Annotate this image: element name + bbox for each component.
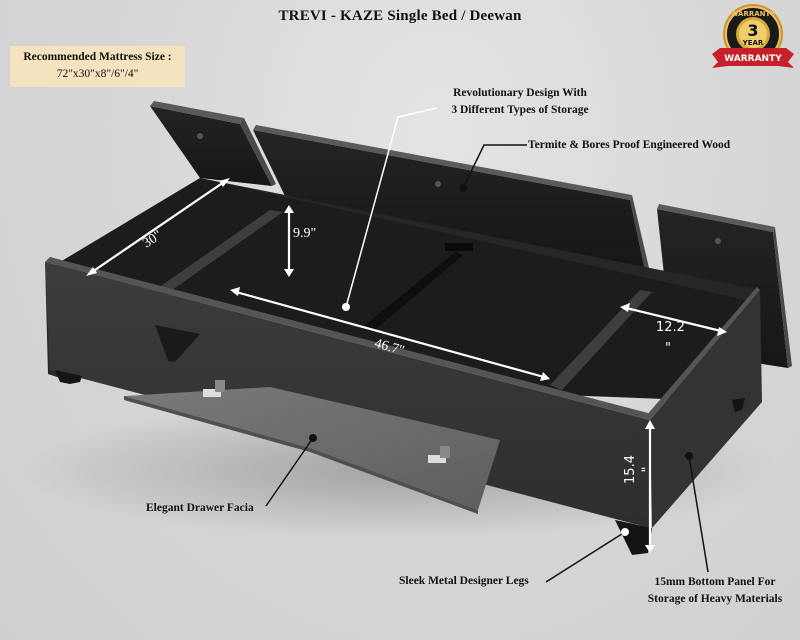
- callout-legs: Sleek Metal Designer Legs: [399, 575, 529, 587]
- leg-back-right: [732, 398, 745, 412]
- dimension-arrows: [86, 178, 727, 553]
- divider-left: [155, 210, 283, 295]
- mattress-size-value: 72"x30"x8"/6"/4": [56, 68, 139, 80]
- drawer-facia: [124, 380, 500, 514]
- callout-panel-line2: Storage of Heavy Materials: [647, 593, 783, 605]
- warranty-badge-icon: WARRANTY 3 YEAR WARRANTY: [712, 4, 794, 68]
- mattress-size-box: Recommended Mattress Size : 72"x30"x8"/6…: [10, 46, 185, 87]
- badge-years: 3: [747, 21, 758, 40]
- left-lid: [150, 101, 276, 186]
- dim-side-width-unit: ": [665, 341, 671, 356]
- callout-leaders: [265, 107, 709, 583]
- dim-depth: 9.9": [293, 226, 317, 241]
- callout-panel-line1: 15mm Bottom Panel For: [654, 576, 776, 588]
- callout-wood: Termite & Bores Proof Engineered Wood: [528, 139, 731, 151]
- badge-ribbon-text: WARRANTY: [724, 54, 782, 64]
- callout-design-line2: 3 Different Types of Storage: [451, 104, 589, 116]
- callout-design: Revolutionary Design With 3 Different Ty…: [425, 85, 615, 119]
- badge-unit: YEAR: [742, 39, 764, 47]
- divider-right: [550, 290, 652, 390]
- badge-top-text: WARRANTY: [731, 10, 777, 18]
- center-lid: [253, 125, 649, 270]
- support-rail: [365, 252, 463, 330]
- leg-left: [55, 370, 82, 384]
- mattress-size-label: Recommended Mattress Size :: [23, 51, 172, 63]
- front-panel: [45, 262, 650, 528]
- drawer-opening: [155, 325, 200, 362]
- callout-panel: 15mm Bottom Panel For Storage of Heavy M…: [630, 574, 800, 608]
- product-title: TREVI - KAZE Single Bed / Deewan: [278, 8, 522, 24]
- callout-design-line1: Revolutionary Design With: [453, 87, 587, 99]
- callout-drawer: Elegant Drawer Facia: [146, 502, 254, 514]
- dim-height: 15.4: [622, 455, 638, 484]
- right-end-panel: [650, 290, 762, 528]
- dim-height-unit: ": [640, 466, 656, 473]
- dim-side-width: 12.2: [656, 320, 685, 335]
- inner-floor: [55, 178, 745, 400]
